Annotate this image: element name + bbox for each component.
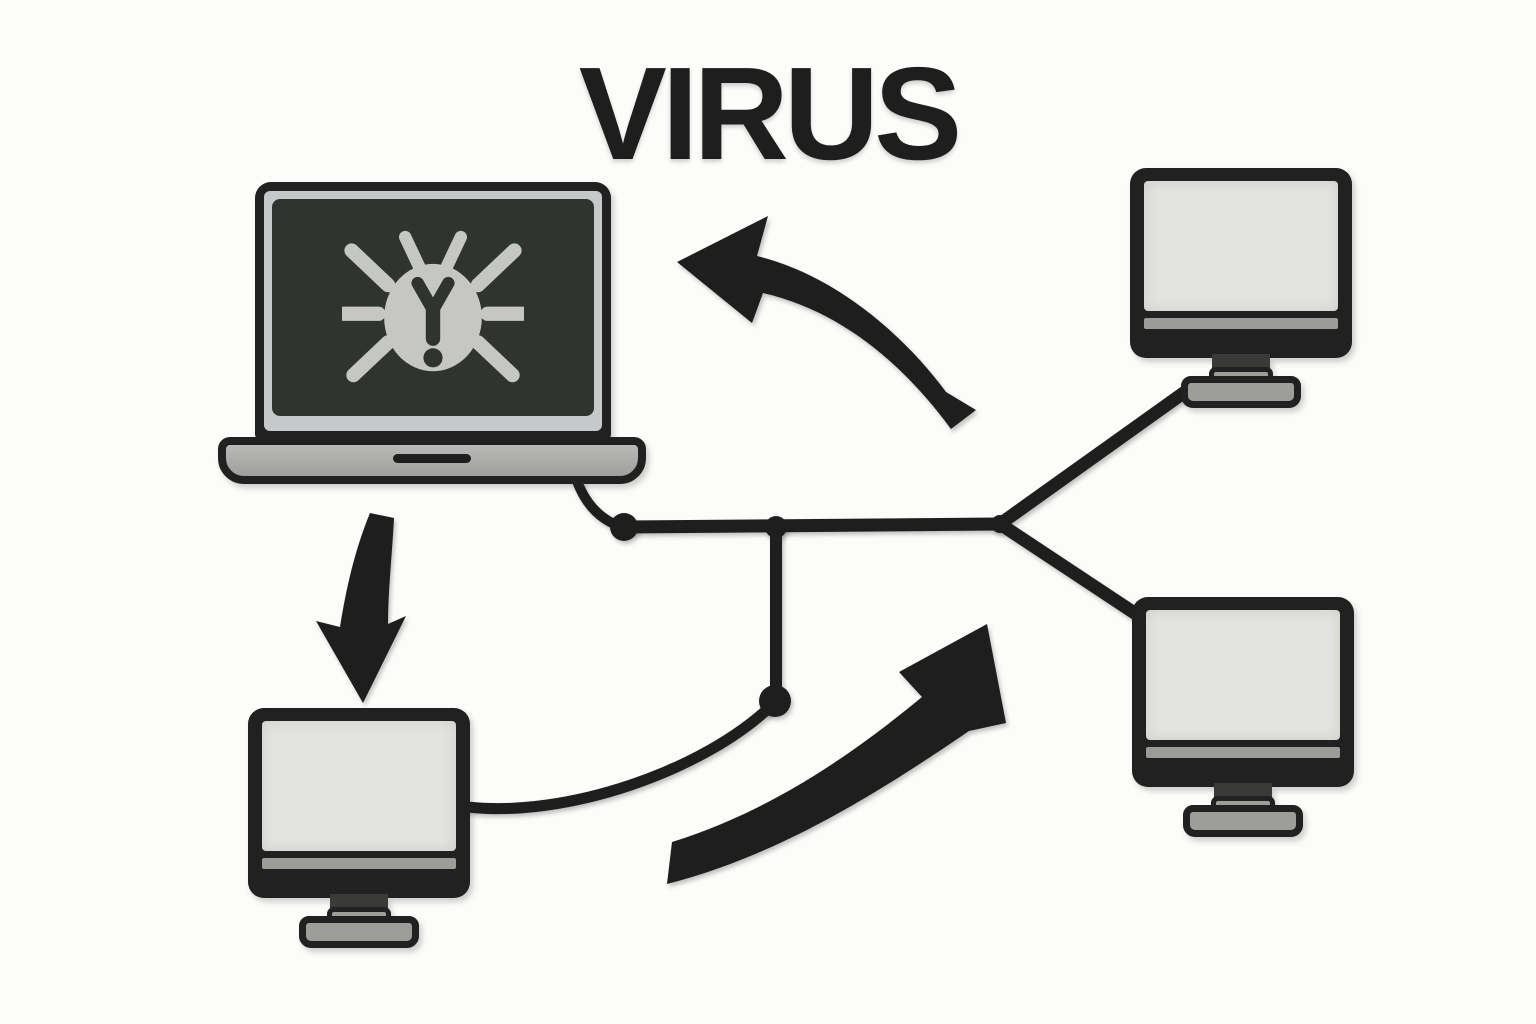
bug-antenna (398, 230, 428, 278)
monitor-screen (1146, 610, 1340, 740)
cable-hub-to-bottom-left-monitor (462, 699, 778, 815)
bug-legs (342, 230, 524, 382)
curved-arrow-to-bottom-left-icon (316, 513, 406, 703)
monitor-frame (1130, 168, 1352, 358)
infection-arrows (316, 216, 1006, 884)
cable-hub-to-top-right-monitor (993, 377, 1203, 531)
monitor-frame (1132, 597, 1354, 787)
monitor-frame (248, 708, 470, 898)
junction-dot (759, 685, 791, 717)
monitor-screen (1144, 181, 1338, 311)
laptop-base-notch (393, 454, 471, 463)
laptop-lid (255, 182, 611, 440)
junction-dot (991, 515, 1009, 533)
infected-laptop (218, 182, 646, 484)
laptop-screen (272, 199, 594, 416)
bug-alert-mark (411, 276, 455, 346)
cable-hub-to-bottom-right-monitor (993, 517, 1149, 625)
network-junctions (610, 513, 1009, 717)
monitor-stand-base (299, 916, 419, 948)
monitor-chin (262, 858, 456, 869)
monitor-bottom-right (1132, 597, 1354, 837)
cable-hub-horizontal (617, 517, 1007, 534)
curved-arrow-to-laptop-icon (677, 216, 976, 429)
monitor-screen (262, 721, 456, 851)
laptop-base (218, 437, 646, 484)
virus-bug-icon (342, 230, 524, 382)
monitor-top-right (1130, 168, 1352, 408)
curved-arrow-to-bottom-right-icon (667, 624, 1006, 884)
bug-antenna (438, 230, 468, 278)
bug-alert-dot (423, 347, 443, 367)
diagram-title: VIRUS (578, 40, 962, 187)
laptop-bezel (264, 191, 602, 431)
junction-dot (765, 516, 787, 538)
monitor-chin (1146, 747, 1340, 758)
monitor-stand-base (1181, 376, 1301, 408)
monitor-stand-base (1183, 805, 1303, 837)
monitor-bottom-left (248, 708, 470, 948)
junction-dot (610, 513, 638, 541)
monitor-chin (1144, 318, 1338, 329)
network-cables (462, 377, 1203, 815)
